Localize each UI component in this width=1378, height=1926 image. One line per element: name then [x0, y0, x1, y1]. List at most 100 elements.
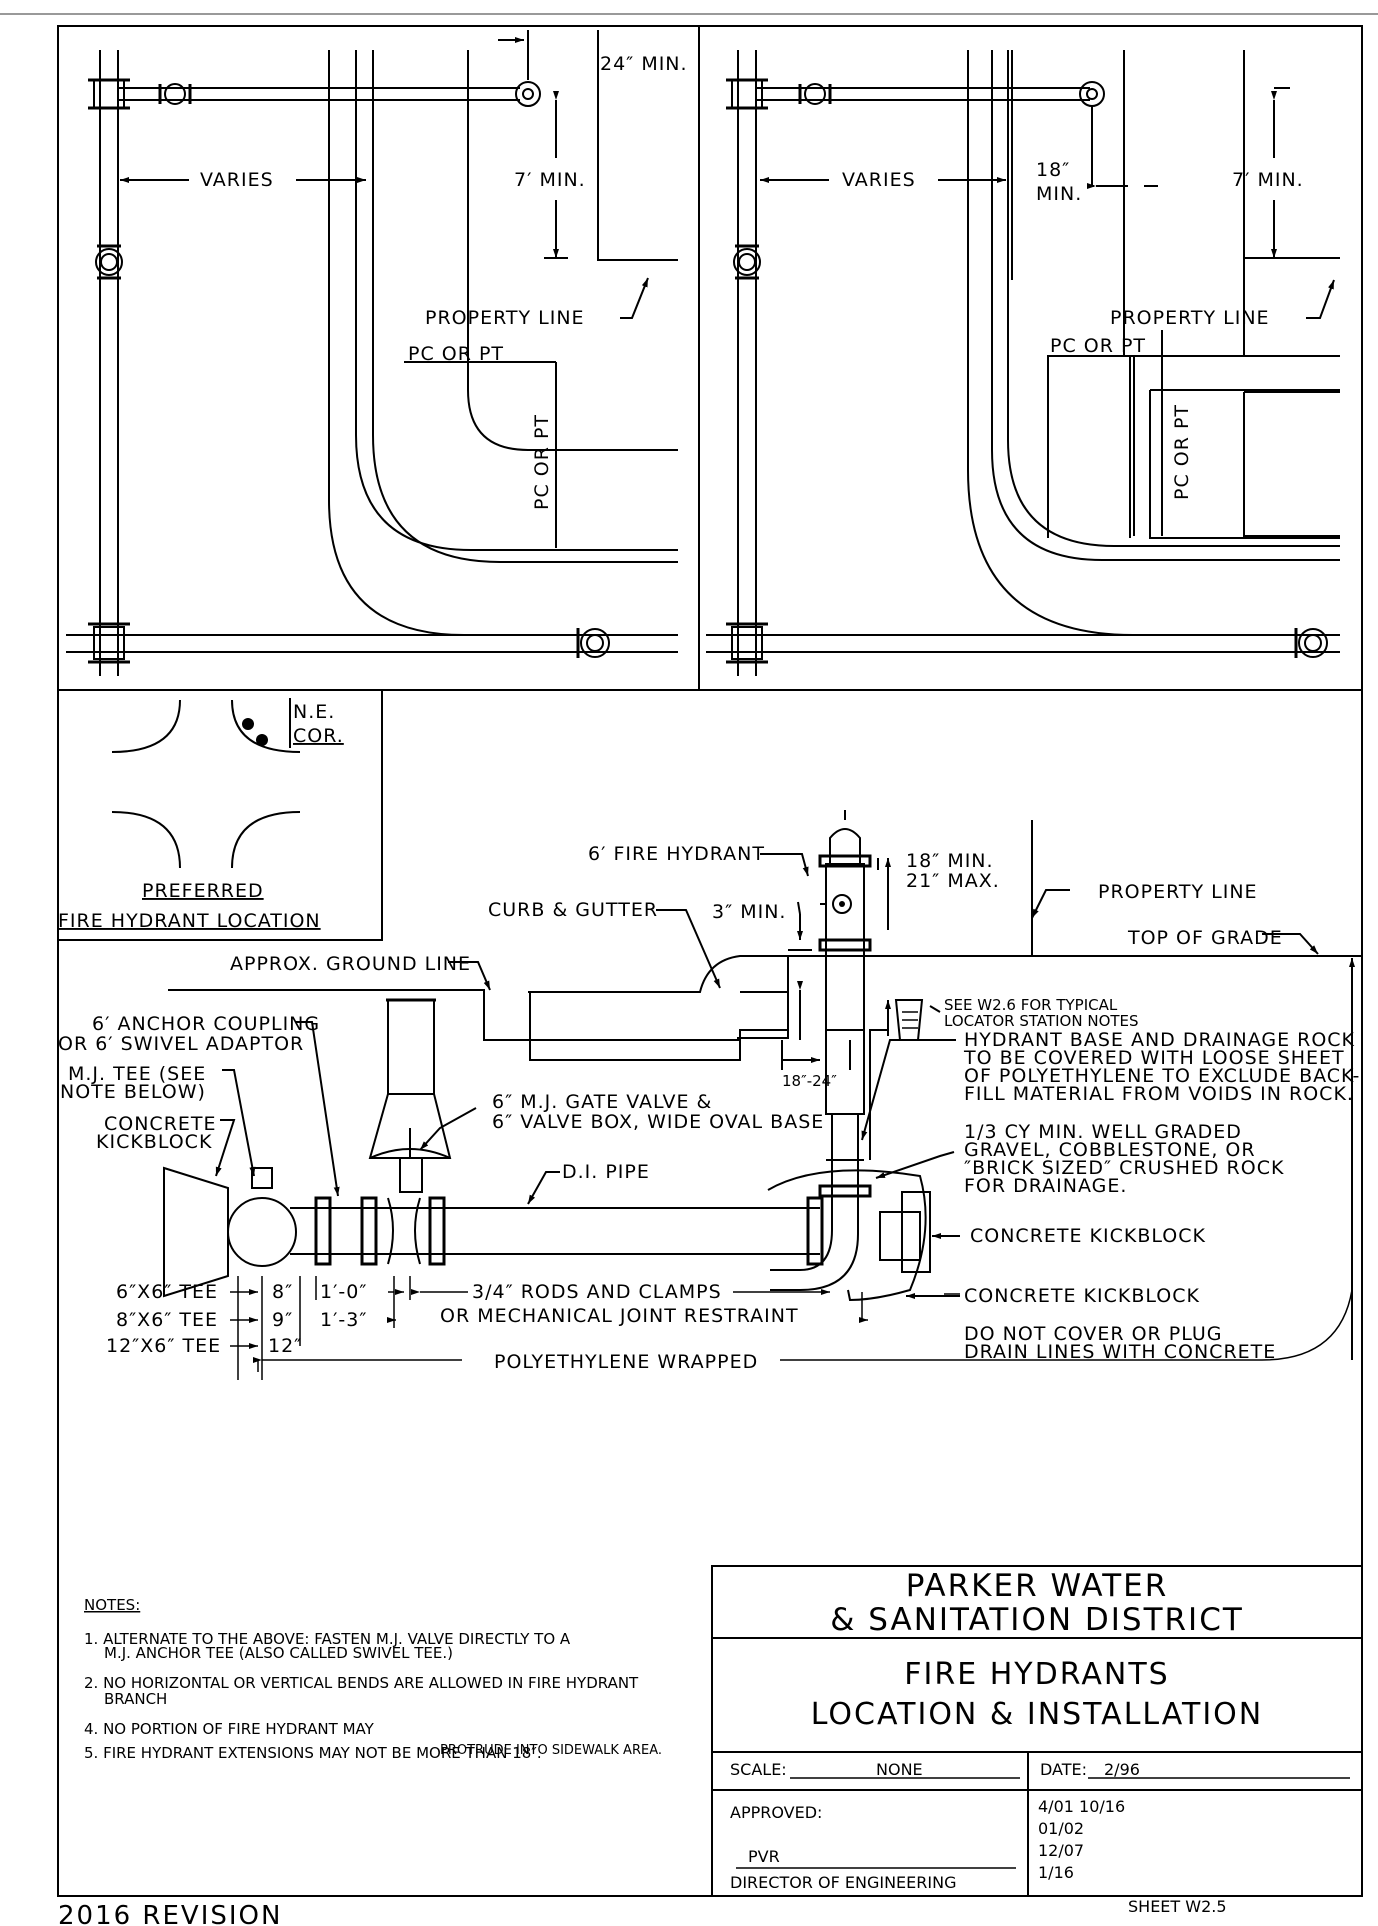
label-base-2: TO BE COVERED WITH LOOSE SHEET [963, 1047, 1345, 1069]
label-gate-b: 6″ VALVE BOX, WIDE OVAL BASE [492, 1111, 824, 1133]
title-org-2: & SANITATION DISTRICT [830, 1602, 1244, 1638]
label-gate-a: 6″ M.J. GATE VALVE & [492, 1091, 712, 1113]
label-kickblock-b: CONCRETE KICKBLOCK [964, 1285, 1200, 1307]
pumper-nozzle [832, 894, 852, 914]
label-base-4: FILL MATERIAL FROM VOIDS IN ROCK. [964, 1083, 1354, 1105]
title-org-1: PARKER WATER [906, 1568, 1169, 1604]
valve-top-left [164, 83, 186, 105]
notes: NOTES: 1. ALTERNATE TO THE ABOVE: FASTEN… [84, 1596, 662, 1762]
note-2a: 2. NO HORIZONTAL OR VERTICAL BENDS ARE A… [84, 1674, 639, 1692]
scale-value: NONE [876, 1760, 923, 1779]
label-property-line: PROPERTY LINE [425, 307, 585, 329]
footer-sheet: SHEET W2.5 [1128, 1897, 1227, 1916]
label-fire-hydrant: 6′ FIRE HYDRANT [588, 843, 765, 865]
scale-label: SCALE: [730, 1760, 787, 1779]
label-rods: 3/4″ RODS AND CLAMPS [472, 1281, 722, 1303]
title-drawing-2: LOCATION & INSTALLATION [811, 1697, 1263, 1732]
plan-left: VARIES 24″ MIN. 7′ MIN. PROPERTY LINE PC… [66, 30, 688, 676]
label-cor: COR. [293, 725, 344, 747]
hydrant-elevation: 6′ FIRE HYDRANT 18″ MIN. 21″ MAX. CURB &… [58, 810, 1362, 1380]
label-kick-a: CONCRETE [104, 1113, 217, 1135]
footer-revision: 2016 REVISION [58, 1901, 282, 1926]
note-1a: 1. ALTERNATE TO THE ABOVE: FASTEN M.J. V… [84, 1630, 571, 1648]
valve-top-right [804, 83, 826, 105]
label-drain-2: DRAIN LINES WITH CONCRETE [964, 1341, 1276, 1363]
label-anchor-a: 6′ ANCHOR COUPLING [92, 1013, 320, 1035]
date-value: 2/96 [1104, 1760, 1140, 1779]
label-pc-pt-horizontal-right: PC OR PT [1050, 335, 1146, 357]
plan-right-property: VARIES 18″ MIN. 7′ MIN. PROPERTY LINE PC… [760, 50, 1340, 537]
label-d-13: 1′-3″ [320, 1309, 367, 1331]
hydrant-bottom-left [580, 628, 610, 658]
note-5-overprint: PROTRUDE INTO SIDEWALK AREA. [440, 1743, 662, 1758]
label-poly: POLYETHYLENE WRAPPED [494, 1351, 758, 1373]
director-label: DIRECTOR OF ENGINEERING [730, 1873, 956, 1892]
title-drawing-1: FIRE HYDRANTS [904, 1657, 1169, 1692]
label-21-max: 21″ MAX. [906, 870, 1000, 892]
hydrant-barrel [825, 863, 865, 1115]
valve-box [387, 999, 435, 1095]
label-preferred: PREFERRED [142, 880, 264, 902]
revision-1: 4/01 10/16 [1038, 1797, 1125, 1816]
label-base-1: HYDRANT BASE AND DRAINAGE ROCK [964, 1029, 1355, 1051]
date-label: DATE: [1040, 1760, 1087, 1779]
label-varies: VARIES [200, 169, 274, 191]
hydrant-top-right [1079, 81, 1105, 107]
label-base-3: OF POLYETHYLENE TO EXCLUDE BACK- [964, 1065, 1360, 1087]
label-pc-pt-vertical-right: PC OR PT [1171, 404, 1193, 500]
plan-right-curbs [967, 40, 1022, 50]
label-ground-line: APPROX. GROUND LINE [230, 953, 471, 975]
label-pc-pt-vertical: PC OR PT [531, 414, 553, 510]
note-5: 5. FIRE HYDRANT EXTENSIONS MAY NOT BE MO… [84, 1744, 542, 1762]
label-drain-1: DO NOT COVER OR PLUG [964, 1323, 1223, 1345]
hydrant-bottom-right [1298, 628, 1328, 658]
label-mj-tee-b: NOTE BELOW) [60, 1081, 206, 1103]
label-kick-b: KICKBLOCK [96, 1131, 212, 1153]
tee-bottom-right [731, 626, 763, 660]
label-18-24: 18″-24″ [782, 1072, 837, 1090]
label-gravel-4: FOR DRAINAGE. [964, 1175, 1127, 1197]
valve-main-right [733, 248, 761, 276]
label-di-pipe: D.I. PIPE [562, 1161, 650, 1183]
mj-tee [227, 1197, 297, 1267]
hydrant-top-left [515, 81, 541, 107]
title-block: PARKER WATER & SANITATION DISTRICT FIRE … [711, 1565, 1363, 1897]
label-24-min: 24″ MIN. [600, 53, 688, 75]
label-property-line-right: PROPERTY LINE [1110, 307, 1270, 329]
label-18-min-a: 18″ [1036, 159, 1070, 181]
drain-kickblock [879, 1211, 921, 1261]
plan-right-curb-drawing [967, 50, 1340, 636]
label-tee-12: 12″X6″ TEE [106, 1335, 221, 1357]
label-18-min: 18″ MIN. [906, 850, 994, 872]
label-w26-b: LOCATOR STATION NOTES [944, 1012, 1139, 1030]
label-tee-8: 8″X6″ TEE [116, 1309, 218, 1331]
label-pc-pt-horizontal: PC OR PT [408, 343, 504, 365]
sheet-border [57, 25, 1363, 1897]
revision-4: 1/16 [1038, 1863, 1074, 1882]
label-top-of-grade: TOP OF GRADE [1127, 927, 1283, 949]
label-mj-tee-a: M.J. TEE (SEE [68, 1063, 206, 1085]
inset-preferred-location: N.E. COR. PREFERRED FIRE HYDRANT LOCATIO… [58, 690, 383, 941]
label-7-min-right: 7′ MIN. [1232, 169, 1304, 191]
label-gravel-2: GRAVEL, COBBLESTONE, OR [964, 1139, 1256, 1161]
label-w26-a: SEE W2.6 FOR TYPICAL [944, 996, 1118, 1014]
label-d-10: 1′-0″ [320, 1281, 367, 1303]
approved-value: PVR [748, 1847, 780, 1866]
label-gravel-3: ″BRICK SIZED″ CRUSHED ROCK [964, 1157, 1284, 1179]
note-4: 4. NO PORTION OF FIRE HYDRANT MAY [84, 1720, 375, 1738]
plan-right-linework [967, 40, 1011, 46]
label-curb-gutter: CURB & GUTTER [488, 899, 658, 921]
notes-heading: NOTES: [84, 1596, 140, 1614]
label-3-min: 3″ MIN. [712, 901, 786, 923]
revision-3: 12/07 [1038, 1841, 1084, 1860]
label-kickblock-a: CONCRETE KICKBLOCK [970, 1225, 1206, 1247]
label-tee-6: 6″X6″ TEE [116, 1281, 218, 1303]
valve-main-left [95, 248, 123, 276]
label-varies-right: VARIES [842, 169, 916, 191]
label-7-min: 7′ MIN. [514, 169, 586, 191]
tee-bottom-left [93, 626, 125, 660]
note-1b: M.J. ANCHOR TEE (ALSO CALLED SWIVEL TEE.… [104, 1644, 453, 1662]
hydrant-symbol-2 [256, 734, 268, 746]
label-gravel-1: 1/3 CY MIN. WELL GRADED [964, 1121, 1242, 1143]
tee-top-left [93, 79, 125, 109]
